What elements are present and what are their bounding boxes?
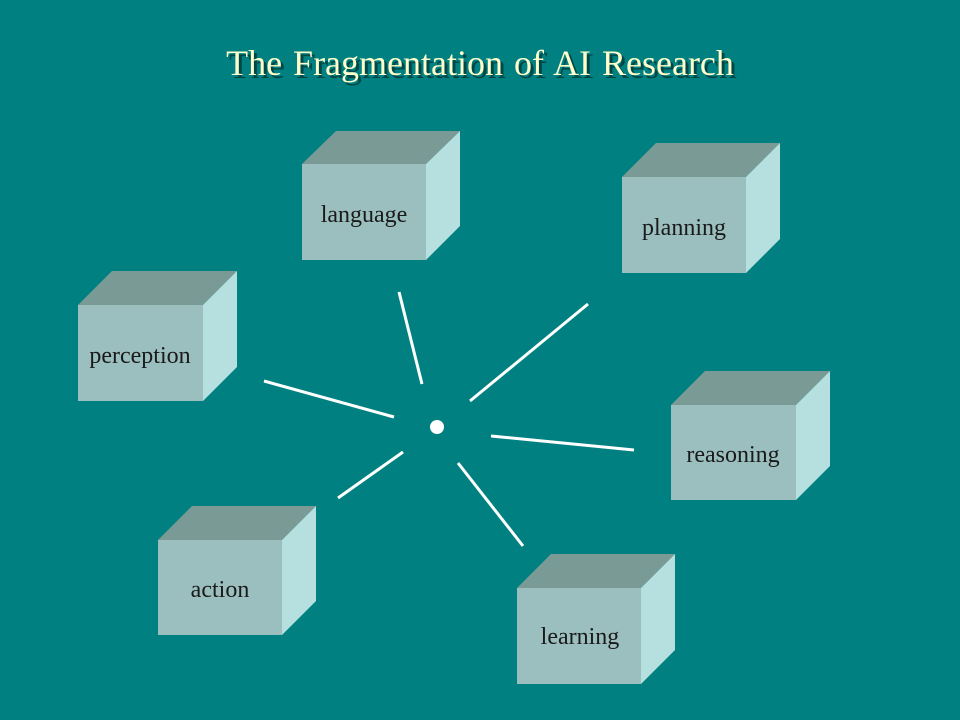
- cube-side: [746, 143, 780, 273]
- spoke-reasoning: [490, 434, 635, 452]
- cube-front: [302, 164, 426, 260]
- spokes: [263, 291, 635, 547]
- spoke-planning: [469, 302, 589, 403]
- cube-side: [641, 554, 675, 684]
- cube-action: action: [158, 506, 316, 635]
- spoke-action: [337, 450, 404, 500]
- cube-front: [517, 588, 641, 684]
- box-label-reasoning: reasoning: [686, 442, 779, 468]
- spoke-perception: [263, 379, 395, 419]
- cube-language: language: [302, 131, 460, 260]
- cube-side: [282, 506, 316, 635]
- cube-side: [203, 271, 237, 401]
- box-label-perception: perception: [89, 343, 190, 369]
- cube-front: [158, 540, 282, 635]
- spoke-learning: [456, 462, 525, 547]
- spoke-language: [397, 291, 424, 385]
- cube-top: [158, 506, 316, 540]
- cube-top: [78, 271, 237, 305]
- cube-perception: perception: [78, 271, 237, 401]
- cube-side: [796, 371, 830, 500]
- box-label-planning: planning: [642, 215, 726, 241]
- cube-planning: planning: [622, 143, 780, 273]
- cube-learning: learning: [517, 554, 675, 684]
- cube-front: [78, 305, 203, 401]
- cube-top: [302, 131, 460, 164]
- box-label-learning: learning: [541, 624, 620, 650]
- cube-front: [622, 177, 746, 273]
- cube-top: [517, 554, 675, 588]
- box-label-action: action: [191, 577, 250, 603]
- slide-title: The Fragmentation of AI Research: [226, 43, 734, 83]
- cube-front: [671, 405, 796, 500]
- center-dot: [430, 420, 444, 434]
- box-label-language: language: [321, 202, 408, 228]
- cube-side: [426, 131, 460, 260]
- cube-reasoning: reasoning: [671, 371, 830, 500]
- cube-top: [671, 371, 830, 405]
- cube-top: [622, 143, 780, 177]
